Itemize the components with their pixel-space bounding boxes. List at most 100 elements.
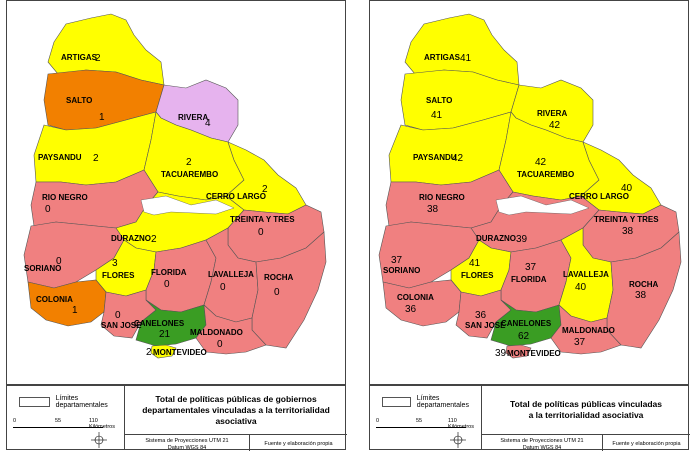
right-title-line2: a la territorialidad asociativa — [528, 410, 644, 420]
left-map-frame — [6, 0, 346, 385]
right-value-florida: 37 — [525, 262, 537, 273]
left-legend-box: Límites departamentales 0 55 110 Kilómet… — [6, 385, 347, 452]
left-title-line1: Total de políticas públicas de gobiernos — [155, 393, 317, 404]
left-legend-panel: Límites departamentales 0 55 110 Kilómet… — [7, 386, 125, 449]
left-value-durazno: 2 — [151, 234, 157, 245]
right-label-colonia: COLONIA — [397, 293, 434, 302]
left-value-san-jose: 0 — [115, 310, 121, 321]
left-title-line2: departamentales vinculadas a la territor… — [142, 404, 330, 426]
right-scale-0: 0 — [376, 418, 380, 424]
left-value-rocha: 0 — [274, 287, 280, 298]
right-projection-line2: Datum WGS 84 — [522, 445, 562, 451]
left-scale-bar: 0 55 110 Kilómetros — [13, 418, 115, 432]
right-value-montevideo: 39 — [495, 348, 507, 359]
right-value-salto: 41 — [431, 110, 443, 121]
colonia-region — [382, 279, 462, 327]
right-value-tacuarembo: 42 — [535, 157, 547, 168]
left-value-florida: 0 — [164, 279, 170, 290]
left-label-canelones: CANELONES — [134, 319, 185, 328]
left-projection-line1: Sistema de Proyecciones UTM 21 — [145, 438, 229, 444]
right-value-treinta-y-tres: 38 — [622, 226, 634, 237]
right-label-paysandu: PAYSANDU — [413, 153, 457, 162]
left-value-flores: 3 — [112, 258, 118, 269]
maldonado-region — [550, 304, 622, 355]
left-value-paysandu: 2 — [93, 153, 99, 164]
left-value-montevideo: 2 — [146, 347, 152, 358]
right-label-salto: SALTO — [426, 96, 452, 105]
right-source: Fuente y elaboración propia — [612, 441, 681, 447]
right-label-rio-negro: RIO NEGRO — [419, 193, 465, 202]
right-label-flores: FLORES — [461, 271, 494, 280]
right-projection-line1: Sistema de Proyecciones UTM 21 — [500, 438, 584, 444]
maldonado-region — [195, 304, 267, 355]
left-compass-icon — [91, 432, 107, 448]
right-value-rivera: 42 — [549, 120, 561, 131]
left-value-artigas: 2 — [95, 53, 101, 64]
right-title-line1: Total de políticas públicas vinculadas — [510, 399, 662, 409]
left-value-lavalleja: 0 — [220, 282, 226, 293]
left-value-tacuarembo: 2 — [186, 157, 192, 168]
rio-negro-lake — [495, 195, 590, 216]
left-scale-110: 110 Kilómetros — [89, 418, 115, 430]
canelones-region — [490, 299, 562, 347]
left-projection: Sistema de Proyecciones UTM 21 Datum WGS… — [125, 438, 249, 452]
right-scale-110: 110 Kilómetros — [448, 418, 474, 430]
right-title-divider — [482, 434, 690, 435]
right-value-durazno: 39 — [516, 234, 528, 245]
canelones-region — [135, 299, 207, 347]
left-value-cerro-largo: 2 — [262, 184, 268, 195]
right-label-rocha: ROCHA — [629, 280, 659, 289]
left-label-rocha: ROCHA — [264, 273, 294, 282]
left-scale-line — [13, 427, 103, 428]
right-legend-label: Límites departamentales — [416, 395, 469, 409]
right-value-maldonado: 37 — [574, 337, 586, 348]
right-label-durazno: DURAZNO — [476, 234, 516, 243]
right-value-lavalleja: 40 — [575, 282, 587, 293]
right-legend-item: Límites departamentales — [382, 395, 481, 409]
left-value-colonia: 1 — [72, 305, 78, 316]
rio-negro-lake — [140, 195, 235, 216]
right-label-soriano: SORIANO — [383, 266, 420, 275]
right-value-colonia: 36 — [405, 304, 417, 315]
left-legend-label: Límites departamentales — [55, 395, 108, 409]
right-legend-box: Límites departamentales 0 55 110 Kilómet… — [369, 385, 690, 452]
left-label-durazno: DURAZNO — [111, 234, 151, 243]
left-label-salto: SALTO — [66, 96, 92, 105]
left-title-divider — [125, 434, 347, 435]
left-scale-55: 55 — [55, 418, 62, 424]
left-map-panel: ARTIGAS 2 SALTO 1 RIVERA 4 PAYSANDU 2 2 … — [6, 0, 347, 452]
left-value-treinta-y-tres: 0 — [258, 227, 264, 238]
right-map-svg: ARTIGAS 41 SALTO 41 RIVERA 42 PAYSANDU 4… — [378, 13, 682, 359]
left-projection-line2: Datum WGS 84 — [167, 445, 207, 451]
right-compass-icon — [450, 432, 466, 448]
right-map-panel: ARTIGAS 41 SALTO 41 RIVERA 42 PAYSANDU 4… — [369, 0, 690, 452]
left-label-rivera: RIVERA — [178, 113, 208, 122]
right-scale-line — [376, 427, 466, 428]
right-value-artigas: 41 — [460, 53, 472, 64]
left-label-maldonado: MALDONADO — [190, 328, 243, 337]
left-scale-0: 0 — [13, 418, 17, 424]
left-legend-item: Límites departamentales — [19, 395, 124, 409]
right-legend-panel: Límites departamentales 0 55 110 Kilómet… — [370, 386, 482, 449]
right-projection: Sistema de Proyecciones UTM 21 Datum WGS… — [482, 438, 602, 452]
left-label-florida: FLORIDA — [151, 268, 187, 277]
right-value-canelones: 62 — [518, 331, 530, 342]
right-value-flores: 41 — [469, 258, 481, 269]
right-footer-divider — [602, 434, 603, 451]
left-value-soriano: 0 — [56, 256, 62, 267]
right-label-maldonado: MALDONADO — [562, 326, 615, 335]
left-value-salto: 1 — [99, 112, 105, 123]
left-value-maldonado: 0 — [217, 339, 223, 350]
left-source: Fuente y elaboración propia — [264, 441, 333, 447]
right-label-tacuarembo: TACUAREMBO — [517, 170, 574, 179]
right-label-san-jose: SAN JOSE — [465, 321, 506, 330]
right-label-canelones: CANELONES — [501, 319, 552, 328]
left-map-title: Total de políticas públicas de gobiernos… — [125, 386, 347, 434]
left-label-rio-negro: RIO NEGRO — [42, 193, 88, 202]
right-label-treinta-y-tres: TREINTA Y TRES — [594, 215, 659, 224]
left-value-canelones: 21 — [159, 329, 171, 340]
right-value-san-jose: 36 — [475, 310, 487, 321]
left-label-montevideo: MONTEVIDEO — [153, 348, 207, 357]
right-label-florida: FLORIDA — [511, 275, 547, 284]
right-value-paysandu: 42 — [452, 153, 464, 164]
